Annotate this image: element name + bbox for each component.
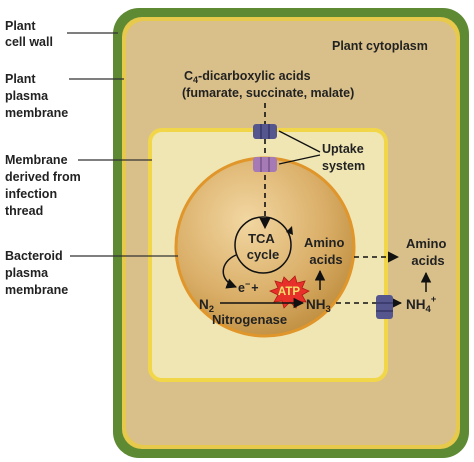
transporter-lower bbox=[253, 157, 277, 172]
transporter-ammonia bbox=[376, 295, 393, 319]
transporter-upper bbox=[253, 124, 277, 139]
label-nh4: NH4+ bbox=[406, 294, 437, 315]
tca-cycle-arrowhead bbox=[286, 226, 293, 235]
label-atp: ATP bbox=[278, 286, 300, 298]
label-infection-membrane: Membrane derived from infection thread bbox=[5, 153, 84, 218]
label-plant-cell-wall: Plant cell wall bbox=[5, 19, 53, 49]
label-nh3: NH3 bbox=[306, 297, 331, 315]
label-tca-cycle: TCA cycle bbox=[247, 231, 280, 262]
label-n2: N2 bbox=[199, 297, 214, 315]
electron-flow-arrow bbox=[222, 254, 237, 289]
label-electron: e−+ bbox=[238, 279, 259, 295]
label-nitrogenase: Nitrogenase bbox=[212, 312, 287, 327]
label-amino-acids-outer: Amino acids bbox=[406, 236, 450, 268]
label-bacteroid-membrane: Bacteroid plasma membrane bbox=[5, 249, 68, 297]
uptake-pointer-lower bbox=[278, 154, 321, 165]
label-plant-cytoplasm: Plant cytoplasm bbox=[332, 39, 428, 53]
uptake-pointer-upper bbox=[278, 130, 321, 153]
tca-cycle-ring bbox=[234, 216, 292, 274]
label-amino-acids-inner: Amino acids bbox=[304, 235, 348, 267]
label-c4-examples: (fumarate, succinate, malate) bbox=[182, 86, 354, 100]
label-plant-plasma-membrane: Plant plasma membrane bbox=[5, 72, 68, 120]
label-uptake-system: Uptake system bbox=[322, 142, 367, 173]
label-c4-acids: C4-dicarboxylic acids bbox=[184, 69, 311, 85]
